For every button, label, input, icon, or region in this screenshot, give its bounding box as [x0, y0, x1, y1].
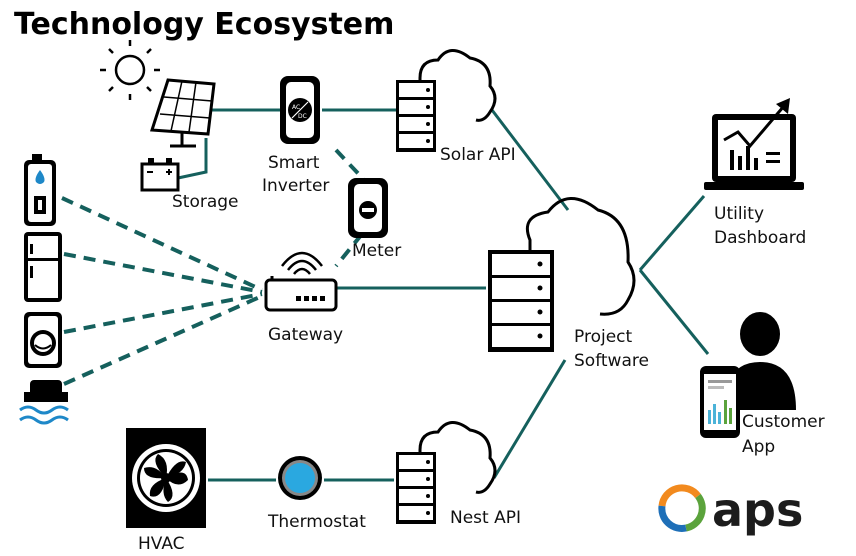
- customer-app-label-line1: Customer: [742, 412, 825, 432]
- utility-dashboard-label-line2: Dashboard: [714, 228, 806, 248]
- fridge-to-gateway-dashed-line: [63, 252, 263, 294]
- nest-api-label: Nest API: [450, 508, 521, 528]
- sun-icon: [100, 40, 160, 100]
- storage-label: Storage: [172, 192, 239, 212]
- solar-api-label: Solar API: [440, 145, 516, 165]
- solar-api-to-project-line: [490, 109, 570, 211]
- battery-icon: [140, 158, 180, 192]
- refrigerator-icon: [24, 232, 62, 302]
- meter-to-gateway-dashed-line: [334, 232, 364, 268]
- customer-app-label-line2: App: [742, 437, 775, 457]
- water-heater-to-gateway-dashed-line: [61, 196, 263, 292]
- hvac-label: HVAC: [138, 534, 185, 554]
- nest-api-server-icon: [396, 421, 497, 524]
- inverter-to-meter-dashed-line: [334, 148, 370, 186]
- solar-panel-icon: [149, 78, 216, 148]
- pool-pump-icon: [19, 380, 69, 425]
- meter-label: Meter: [352, 241, 401, 261]
- solar-api-server-icon: [396, 49, 497, 152]
- thermostat-label: Thermostat: [267, 512, 366, 532]
- meter-icon: [348, 178, 388, 238]
- project-software-label-line2: Software: [574, 351, 649, 371]
- utility-dashboard-label-line1: Utility: [714, 204, 764, 224]
- pool-pump-to-gateway-dashed-line: [63, 294, 263, 386]
- smart-inverter-icon: AC DC: [280, 76, 320, 144]
- inverter-ac-text: AC: [292, 104, 300, 111]
- project-to-customer-line: [638, 269, 710, 355]
- customer-app-phone-icon: [700, 366, 740, 438]
- washer-to-gateway-dashed-line: [63, 292, 263, 334]
- panel-to-storage-line: [177, 138, 208, 180]
- thermostat-icon: [278, 456, 322, 500]
- smart-inverter-label-line2: Inverter: [262, 176, 329, 196]
- aps-logo-mark-icon: [658, 484, 706, 532]
- project-to-dashboard-line: [638, 195, 706, 271]
- inverter-dc-text: DC: [298, 113, 307, 120]
- washing-machine-icon: [24, 312, 62, 368]
- hvac-fan-icon: [126, 428, 206, 528]
- connectors: [61, 108, 710, 482]
- smart-inverter-label-line1: Smart: [268, 153, 320, 173]
- aps-logo-text: aps: [712, 483, 803, 537]
- gateway-router-icon: [264, 251, 338, 312]
- nest-api-to-project-line: [492, 359, 567, 479]
- project-software-server-icon: [488, 197, 636, 352]
- aps-logo: aps: [658, 483, 803, 537]
- customer-person-icon: [724, 312, 796, 410]
- utility-dashboard-laptop-icon: [704, 98, 804, 190]
- water-heater-icon: [24, 154, 56, 226]
- project-software-label-line1: Project: [574, 327, 632, 347]
- gateway-label: Gateway: [268, 325, 343, 345]
- diagram-title: Technology Ecosystem: [14, 7, 394, 42]
